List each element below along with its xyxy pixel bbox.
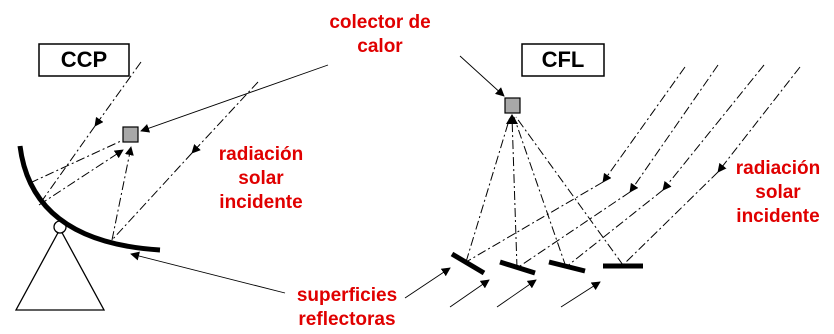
cfl-reflected-ray-4	[515, 116, 624, 266]
cfl-bottom-ray-2	[496, 279, 537, 308]
ccp-reflected-ray-3	[111, 146, 134, 241]
collector-label-line-2: calor	[357, 36, 403, 57]
ccp-support-triangle	[14, 227, 106, 311]
cfl-incident-ray-3-lower	[565, 189, 664, 268]
cfl-bottom-ray-1	[449, 279, 490, 308]
cfl-mirror-2	[499, 259, 536, 276]
cfl-collector-pointer	[459, 55, 505, 97]
ccp-incident-ray-1	[94, 61, 142, 127]
reflectors-label-line-2: reflectoras	[298, 309, 395, 329]
cfl-reflected-ray-3	[513, 116, 567, 268]
radiation-left-line-1: radiación	[219, 144, 303, 165]
ccp-parabolic-reflector	[17, 145, 161, 253]
radiation-right-line-2: solar	[755, 182, 801, 203]
cfl-incident-ray-2	[629, 64, 719, 193]
cfl-incident-ray-1-lower	[465, 181, 604, 263]
ccp-incident-ray-2	[191, 81, 259, 154]
cfl-heat-collector	[504, 97, 521, 114]
radiation-right-line-3: incidente	[736, 206, 819, 227]
cfl-reflected-ray-2	[511, 116, 518, 269]
radiation-left-line-2: solar	[238, 168, 284, 189]
cfl-incident-ray-2-lower	[516, 191, 631, 269]
cfl-incident-ray-4	[717, 66, 801, 173]
collector-label-line-1: colector de	[329, 12, 430, 33]
cfl-mirror-1	[450, 251, 486, 276]
reflectors-label-line-1: superficies	[297, 285, 397, 306]
radiation-left-line-3: incidente	[219, 192, 302, 213]
cfl-incident-ray-3	[662, 64, 765, 191]
cfl-collector-arrowhead	[506, 114, 518, 124]
ccp-reflected-ray-2	[38, 149, 124, 206]
ccp-incident-ray-2-lower	[111, 152, 193, 241]
ccp-section: CCP	[14, 43, 329, 311]
ccp-incident-ray-1-lower	[38, 125, 96, 206]
cfl-incident-ray-4-lower	[622, 171, 719, 266]
ccp-label-box	[38, 43, 130, 77]
ccp-reflector-pointer	[130, 251, 286, 294]
ccp-collector-pointer	[140, 64, 329, 133]
cfl-reflector-pointer	[404, 267, 451, 299]
radiation-right-line-1: radiación	[736, 158, 820, 179]
ccp-reflected-ray-1	[29, 140, 122, 184]
cfl-label: CFL	[542, 47, 585, 72]
ccp-label: CCP	[61, 47, 107, 72]
cfl-incident-ray-1	[602, 66, 686, 183]
ccp-heat-collector	[122, 126, 139, 143]
cfl-reflected-ray-1	[465, 116, 511, 263]
cfl-bottom-ray-3	[560, 281, 601, 308]
cfl-section: CFL	[404, 43, 801, 308]
cfl-label-box	[521, 43, 605, 77]
